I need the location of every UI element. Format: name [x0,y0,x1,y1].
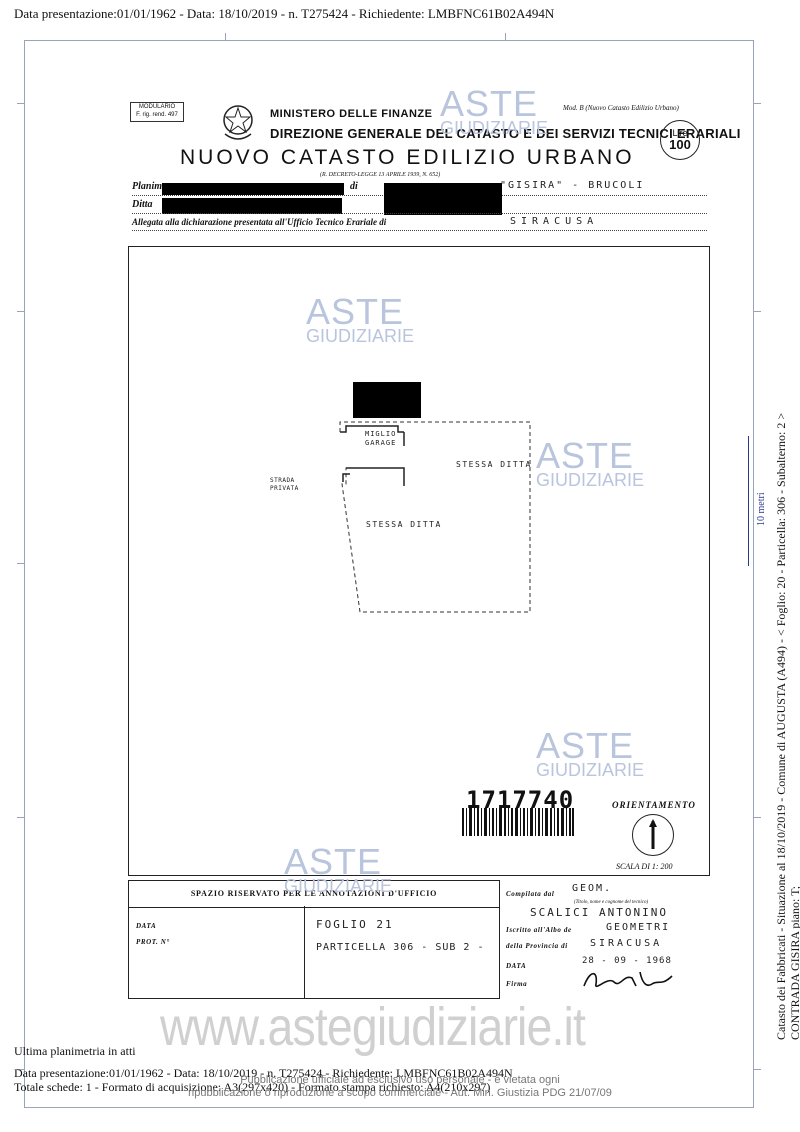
ultima-planimetria: Ultima planimetria in atti [14,1044,136,1058]
allegata-label: Allegata alla dichiarazione presentata a… [132,217,387,227]
lire-stamp: Lire 100 [660,120,700,160]
aste-watermark: ASTE GIUDIZIARIE [284,841,393,897]
barcode-number: 1717740 [466,786,575,814]
scale-label: SCALA DI 1: 200 [616,862,673,871]
footer-line-1: Data presentazione:01/01/1962 - Data: 18… [14,1066,513,1080]
allegata-handwritten: SIRACUSA [510,216,599,227]
compilata-titolo-note: (Titolo, nome e cognome del tecnico) [574,900,649,905]
redaction-bar [384,183,502,215]
provincia-label: della Provincia di [506,942,568,950]
republic-emblem-icon [223,105,253,140]
aste-watermark: ASTE GIUDIZIARIE [440,83,549,139]
direzione-title: DIREZIONE GENERALE DEL CATASTO E DEI SER… [270,126,741,141]
document-header: Data presentazione:01/01/1962 - Data: 18… [14,6,555,21]
compilata-label: Compilata dal [506,890,555,898]
scale-bar [748,436,752,566]
site-watermark: www.astegiudiziarie.it [160,997,586,1057]
compilata-title-hw: GEOM. [572,883,613,894]
planimetria-label: Planim [132,181,163,192]
planimetria-handwritten: "GISIRA" - BRUCOLI [500,180,645,191]
annotazioni-box [128,906,500,999]
mod-b-label: Mod. B (Nuovo Catasto Edilizio Urbano) [563,104,679,112]
decreto-note: (R. DECRETO-LEGGE 13 APRILE 1939, N. 652… [320,172,441,178]
annotazioni-particella: PARTICELLA 306 - SUB 2 - [316,942,485,953]
prot-label: PROT. N° [136,938,170,946]
ministry-title: MINISTERO DELLE FINANZE [270,108,433,120]
plan-label-strada: STRADA PRIVATA [270,477,299,492]
compass-icon [632,814,674,856]
iscritto-label: Iscritto all'Albo de [506,926,572,934]
floor-plan-drawing [339,382,531,613]
modulario-box: MODULARIO F. rig. rend. 497 [130,102,184,122]
di-label: di [350,181,358,192]
plan-label-stessa-ditta-1: STESSA DITTA [456,460,532,469]
signature-icon [583,971,673,988]
aste-watermark: ASTE GIUDIZIARIE [536,435,645,491]
orientamento-label: ORIENTAMENTO [612,800,696,810]
firma-label: Firma [506,980,528,988]
compilata-data-hw: 28 - 09 - 1968 [582,956,672,966]
provincia-hw: SIRACUSA [590,938,663,949]
redaction-bar [162,198,342,214]
plan-label-garage: MIGLIO GARAGE [365,430,397,447]
page-frame [17,33,761,1108]
footer-line-2: Totale schede: 1 - Formato di acquisizio… [14,1080,491,1094]
publication-notice: Pubblicazione ufficiale ad esclusivo uso… [188,1074,612,1099]
aste-watermark: ASTE GIUDIZIARIE [536,725,645,781]
scale-bar-label: 10 metri [756,492,767,526]
document-title: NUOVO CATASTO EDILIZIO URBANO [180,146,635,169]
iscritto-hw: GEOMETRI [606,922,671,933]
redaction-bar [162,183,344,195]
plan-label-stessa-ditta-2: STESSA DITTA [366,520,442,529]
floor-plan-area [128,246,710,876]
ditta-label: Ditta [132,199,153,210]
compilata-name-hw: SCALICI ANTONINO [530,906,668,919]
barcode-icon [462,808,574,836]
compilata-data-label: DATA [506,962,527,970]
annotazioni-foglio: FOGLIO 21 [316,918,394,931]
data-label: DATA [136,922,157,930]
annotazioni-header: SPAZIO RISERVATO PER LE ANNOTAZIONI D'UF… [128,880,500,908]
aste-watermark: ASTE GIUDIZIARIE [306,291,415,347]
